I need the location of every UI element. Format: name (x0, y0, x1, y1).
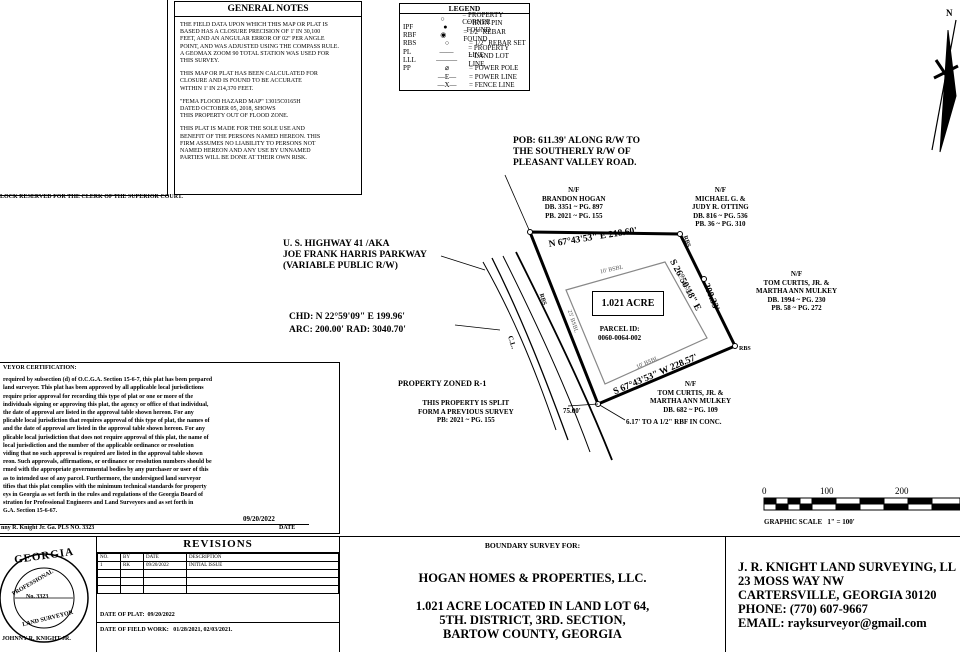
dimension-line (567, 403, 599, 407)
certification-signer: nny R. Knight Jr. Ga. PLS NO. 3323 (1, 525, 95, 531)
split-note: THIS PROPERTY IS SPLIT FORM A PREVIOUS S… (418, 399, 514, 425)
rbf-note: 6.17' TO A 1/2" RBF IN CONC. (626, 418, 722, 426)
fence-line-icon: —X— (437, 80, 457, 89)
highway-right-of-way (482, 251, 613, 461)
scale-tick-100: 100 (820, 486, 834, 496)
note-liability: THIS PLAT IS MADE FOR THE SOLE USE AND B… (180, 126, 321, 162)
survey-desc-1: 1.021 ACRE LOCATED IN LAND LOT 64, (415, 598, 650, 613)
north-label: N (946, 8, 953, 18)
land-lot-line-icon: ——— (436, 56, 458, 65)
scale-tick-0: 0 (762, 486, 767, 496)
property-corners (527, 229, 738, 407)
power-pole-icon: ⌀ (444, 64, 450, 73)
clerk-reserved-block (0, 0, 168, 196)
leader-lines (440, 174, 626, 421)
survey-for-label: BOUNDARY SURVEY FOR: (484, 541, 581, 550)
company-email[interactable]: rayksurveyor@gmail.com (787, 616, 927, 630)
legend-row: IPF●= IRON PIN FOUND (403, 19, 503, 35)
hogan-owner: N/F BRANDON HOGAN DB. 3351 ~ PG. 897 PB.… (542, 186, 606, 220)
iron-pin-icon: ● (443, 22, 448, 31)
date-of-plat: DATE OF PLAT: 09/20/2022 (100, 612, 175, 618)
legend-row: PP⌀= POWER POLE (403, 64, 519, 73)
north-arrow-icon (931, 19, 959, 153)
distance-75: 75.00' (563, 407, 581, 415)
company-email-row: EMAIL: rayksurveyor@gmail.com (738, 616, 960, 630)
property-line-icon: —— (439, 47, 454, 56)
scale-caption: GRAPHIC SCALE 1" = 100' (764, 518, 855, 526)
property-corner-icon: ○ (440, 14, 445, 23)
seal-number: No. 3323 (26, 594, 49, 600)
general-notes-title: GENERAL NOTES (175, 4, 361, 17)
graphic-scale (763, 497, 960, 511)
revision-row: 1 RK 09/20/2022 INITIAL ISSUE (97, 561, 339, 570)
acreage-label: 1.021 ACRE (601, 298, 655, 309)
general-notes-box: GENERAL NOTES THE FIELD DATA UPON WHICH … (174, 1, 362, 195)
legend-row: LLL———= LAND LOT LINE (403, 52, 509, 68)
legend-title: LEGEND (400, 4, 529, 14)
highway-label: U. S. HIGHWAY 41 /AKA JOE FRANK HARRIS P… (283, 239, 427, 271)
rbs-label-se: RBS (739, 346, 751, 352)
legend-row: ○= PROPERTY CORNER (403, 11, 526, 26)
company-address-1: 23 MOSS WAY NW (738, 574, 845, 588)
power-line-icon: —E— (437, 72, 457, 81)
setback-line (565, 261, 708, 385)
legend-row: —E—= POWER LINE (403, 73, 526, 81)
legend-row: —X—= FENCE LINE (403, 81, 526, 89)
certification-box: VEYOR CERTIFICATION: required by subsect… (0, 362, 340, 534)
zoning-label: PROPERTY ZONED R-1 (398, 379, 487, 388)
note-closure: THE FIELD DATA UPON WHICH THIS MAP OR PL… (180, 22, 339, 65)
scale-tick-200: 200 (895, 486, 909, 496)
client-name: HOGAN HOMES & PROPERTIES, LLC. (418, 570, 647, 585)
seal-name: JOHNNY R. KNIGHT JR. (2, 636, 71, 642)
survey-title-block: BOUNDARY SURVEY FOR: HOGAN HOMES & PROPE… (340, 536, 726, 652)
legend-row: RBF◉= 1/2" REBAR FOUND (403, 27, 506, 43)
surveyor-seal-icon (0, 553, 89, 643)
legend-box: LEGEND ○= PROPERTY CORNER IPF●= IRON PIN… (399, 3, 530, 91)
otting-owner: N/F MICHAEL G. & JUDY R. OTTING DB. 816 … (692, 186, 749, 229)
company-name: J. R. KNIGHT LAND SURVEYING, LL (738, 560, 957, 574)
certification-body: required by subsection (d) of O.C.G.A. S… (3, 377, 213, 515)
curtis-south-owner: N/F TOM CURTIS, JR. & MARTHA ANN MULKEY … (650, 380, 732, 414)
revisions-table: NO. BY DATE DESCRIPTION 1 RK 09/20/2022 … (97, 553, 339, 594)
revisions-header-row: NO. BY DATE DESCRIPTION (97, 553, 339, 562)
legend-row: RBS○= 1/2" REBAR SET (403, 39, 526, 48)
certification-date-label: DATE (279, 525, 296, 531)
company-phone: PHONE: (770) 607-9667 (738, 602, 868, 616)
acreage-box: 1.021 ACRE (592, 291, 664, 316)
legend-row: PL——= PROPERTY LINE (403, 44, 510, 60)
company-block: J. R. KNIGHT LAND SURVEYING, LL 23 MOSS … (738, 560, 960, 630)
date-of-field-work: DATE OF FIELD WORK: 01/28/2021, 02/03/20… (100, 627, 233, 633)
pob-label: POB: 611.39' ALONG R/W TO THE SOUTHERLY … (513, 136, 640, 168)
certification-title: VEYOR CERTIFICATION: (3, 365, 77, 371)
email-label: EMAIL: (738, 616, 785, 630)
bottom-title-block (0, 536, 960, 652)
note-accuracy: THIS MAP OR PLAT HAS BEEN CALCULATED FOR… (180, 71, 318, 92)
rebar-found-icon: ◉ (440, 31, 447, 40)
rebar-set-icon: ○ (444, 39, 450, 48)
curtis-east-owner: N/F TOM CURTIS, JR. & MARTHA ANN MULKEY … (756, 270, 838, 313)
note-flood: "FEMA FLOOD HAZARD MAP" 13015C0165H DATE… (180, 98, 301, 120)
certification-date: 09/20/2022 (243, 515, 275, 523)
company-address-2: CARTERSVILLE, GEORGIA 30120 (738, 588, 937, 602)
revisions-title: REVISIONS (97, 536, 339, 553)
revisions-block: REVISIONS NO. BY DATE DESCRIPTION 1 RK 0… (96, 536, 340, 652)
parcel-id: PARCEL ID: 0060-0064-002 (598, 325, 642, 342)
clerk-note: LOCK RESERVED FOR THE CLERK OF THE SUPER… (0, 194, 183, 200)
arc-label: ARC: 200.00' RAD: 3040.70' (289, 325, 406, 335)
survey-desc-3: BARTOW COUNTY, GEORGIA (443, 626, 622, 641)
chord-label: CHD: N 22°59'09" E 199.96' (289, 312, 405, 322)
survey-desc-2: 5TH. DISTRICT, 3RD. SECTION, (439, 612, 626, 627)
